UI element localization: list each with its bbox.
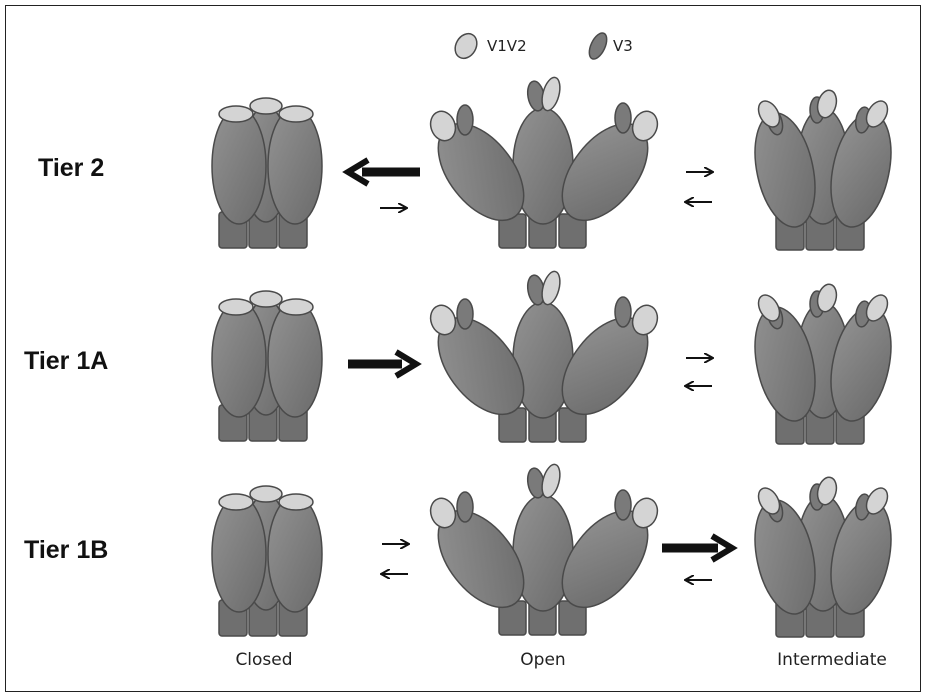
- tier1a-open-trimer: [420, 268, 666, 443]
- tier1a-closed-trimer: [211, 290, 323, 442]
- tier-1b-label: Tier 1B: [24, 536, 109, 564]
- column-label-intermediate: Intermediate: [777, 650, 887, 670]
- tier1b-arrow-open-intermediate: [662, 533, 738, 580]
- tier1b-open-trimer: [420, 461, 666, 636]
- legend-v1v2-icon: [454, 32, 478, 60]
- tier1a-intermediate-trimer: [744, 281, 902, 445]
- tier1b-intermediate-trimer: [744, 474, 902, 638]
- column-label-open: Open: [520, 650, 566, 670]
- tier-2-label: Tier 2: [38, 154, 105, 182]
- legend-v1v2-label: V1V2: [487, 37, 527, 55]
- legend-v3-label: V3: [613, 37, 633, 55]
- tier2-closed-trimer: [211, 97, 323, 249]
- tier1b-closed-trimer: [211, 485, 323, 637]
- tier1a-arrow-closed-open: [348, 349, 422, 379]
- tier2-open-trimer: [420, 74, 666, 249]
- tier1a-arrow-open-intermediate: [686, 358, 712, 386]
- tier-1a-label: Tier 1A: [24, 347, 109, 375]
- column-label-closed: Closed: [235, 650, 293, 670]
- legend-v3-icon: [588, 32, 608, 60]
- tier2-arrow-closed-open: [342, 157, 420, 208]
- tier2-intermediate-trimer: [744, 87, 902, 251]
- tier2-arrow-open-intermediate: [686, 172, 712, 202]
- tier1b-arrow-closed-open: [382, 544, 408, 574]
